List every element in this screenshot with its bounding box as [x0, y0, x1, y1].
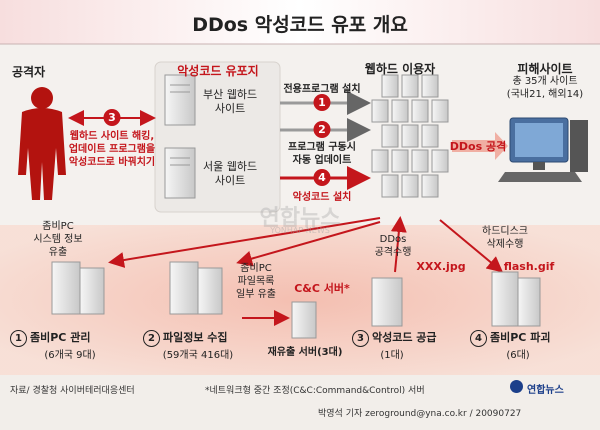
server1-detail: (6개국 9대): [44, 350, 96, 361]
credit-line: 박영석 기자 zeroground@yna.co.kr / 20090727: [318, 409, 522, 419]
logo-text: 연합뉴스: [527, 385, 564, 396]
watermark-text: 연합뉴스: [259, 206, 341, 231]
destroy-server-graphic: [491, 271, 541, 327]
ddos-exec-label: DDos 공격수행: [374, 234, 412, 258]
webhard-users-label: 웹하드 이용자: [364, 62, 436, 76]
releak-server-graphic: [291, 301, 317, 339]
ddos-arrow: [452, 132, 508, 160]
ddos-attack-label: DDos 공격: [449, 140, 507, 153]
step3-badge: 3: [103, 109, 121, 126]
server1-num: 1: [10, 330, 27, 347]
source-note: 자료/ 경찰청 사이버테러대응센터: [10, 386, 135, 396]
supply-arrow: [390, 216, 407, 273]
server2-detail: (59개국 416대): [162, 350, 234, 361]
step4-label: 악성코드 설치: [292, 192, 352, 203]
attacker-label: 공격자: [12, 65, 46, 79]
server1-name: 좀비PC 관리: [30, 331, 91, 344]
wipe-arrow: [439, 219, 504, 273]
page-title: DDos 악성코드 유포 개요: [192, 14, 408, 36]
server4-detail: (6대): [506, 350, 530, 361]
busan-server-graphic: [164, 74, 196, 126]
flash-file-label: flash.gif: [503, 260, 555, 273]
server3-detail: (1대): [380, 350, 404, 361]
step4-badge: 4: [313, 169, 331, 186]
logo-icon: [510, 380, 523, 393]
xxx-file-label: XXX.jpg: [416, 260, 466, 273]
harddisk-label: 하드디스크 삭제수행: [482, 226, 528, 250]
seoul-webhard-label: 서울 웹하드 사이트: [203, 160, 258, 187]
releak-server-detail: (3대): [317, 347, 343, 358]
zombie-manager-server-graphic: [51, 261, 105, 315]
seoul-server-graphic: [164, 147, 196, 199]
step2-badge: 2: [313, 121, 331, 138]
file-collector-server-graphic: [169, 261, 223, 315]
victim-computer-graphic: [498, 117, 588, 182]
releak-server-name: 재유출 서버: [267, 347, 318, 358]
victim-detail: 총 35개 사이트 (국내21, 해외14): [506, 76, 584, 100]
zombie-info-label: 좀비PC 시스템 정보 유출: [33, 221, 83, 258]
cc-server-label: C&C 서버*: [294, 282, 350, 295]
server4-num: 4: [470, 330, 487, 347]
info-leak-arrow: [108, 217, 381, 268]
supply-server-graphic: [371, 277, 403, 327]
attacker-figure: [18, 87, 66, 200]
step3-label: 웹하드 사이트 해킹, 업데이트 프로그램을 악성코드로 바꿔치기: [68, 131, 156, 168]
file-list-label: 좀비PC 파일목록 일부 유출: [236, 263, 276, 300]
server2-name: 파일정보 수집: [163, 331, 228, 344]
file-leak-arrow: [236, 221, 381, 267]
step2-label: 프로그램 구동시 자동 업데이트: [288, 142, 356, 166]
footer-band: [0, 375, 600, 430]
title-bar: [0, 0, 600, 44]
server4-name: 좀비PC 파괴: [490, 331, 551, 344]
busan-webhard-label: 부산 웹하드 사이트: [203, 88, 258, 115]
step1-label: 전용프로그램 설치: [283, 84, 361, 95]
footnote: *네트워크형 중간 조정(C&C:Command&Control) 서버: [205, 386, 425, 396]
step1-badge: 1: [313, 94, 331, 111]
watermark-sub: YONHAP NEWS: [270, 226, 330, 235]
distribution-label: 악성코드 유포지: [177, 64, 259, 78]
webhard-user-pcs: [371, 74, 449, 198]
victim-label: 피해사이트: [517, 62, 573, 76]
releak-server-label: 재유출 서버(3대): [268, 343, 343, 358]
server3-num: 3: [352, 330, 369, 347]
server3-name: 악성코드 공급: [372, 331, 437, 344]
server2-num: 2: [143, 330, 160, 347]
